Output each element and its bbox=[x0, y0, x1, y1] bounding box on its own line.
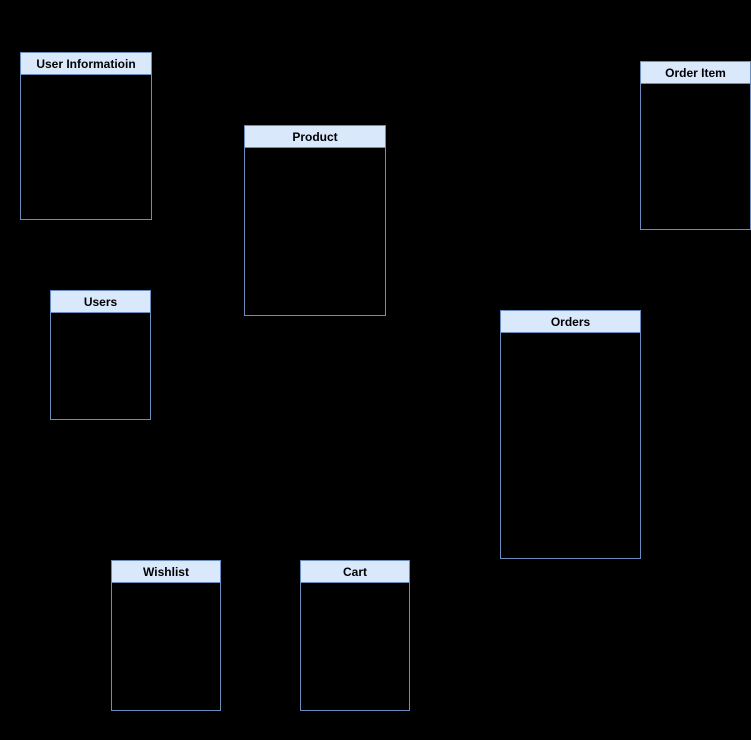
entity-users-body bbox=[51, 313, 150, 419]
entity-title: Cart bbox=[342, 564, 367, 579]
entity-order-item[interactable]: Order Item bbox=[640, 61, 751, 230]
entity-product-body bbox=[245, 148, 385, 315]
entity-title: Orders bbox=[550, 314, 591, 329]
entity-product-header: Product bbox=[245, 126, 385, 148]
entity-wishlist-header: Wishlist bbox=[112, 561, 220, 583]
entity-user-information[interactable]: User Informatioin bbox=[20, 52, 152, 220]
entity-users[interactable]: Users bbox=[50, 290, 151, 420]
entity-wishlist-body bbox=[112, 583, 220, 710]
entity-title: Order Item bbox=[665, 65, 726, 80]
entity-order-item-body bbox=[641, 84, 750, 229]
entity-title: User Informatioin bbox=[36, 56, 136, 71]
entity-user-information-body bbox=[21, 75, 151, 219]
entity-product[interactable]: Product bbox=[244, 125, 386, 316]
entity-wishlist[interactable]: Wishlist bbox=[111, 560, 221, 711]
entity-title: Wishlist bbox=[143, 564, 189, 579]
entity-title: Users bbox=[83, 294, 118, 309]
entity-orders-body bbox=[501, 333, 640, 558]
entity-user-information-header: User Informatioin bbox=[21, 53, 151, 75]
entity-cart-body bbox=[301, 583, 409, 710]
entity-orders-header: Orders bbox=[501, 311, 640, 333]
entity-users-header: Users bbox=[51, 291, 150, 313]
entity-cart[interactable]: Cart bbox=[300, 560, 410, 711]
entity-orders[interactable]: Orders bbox=[500, 310, 641, 559]
entity-order-item-header: Order Item bbox=[641, 62, 750, 84]
entity-title: Product bbox=[292, 129, 338, 144]
entity-cart-header: Cart bbox=[301, 561, 409, 583]
